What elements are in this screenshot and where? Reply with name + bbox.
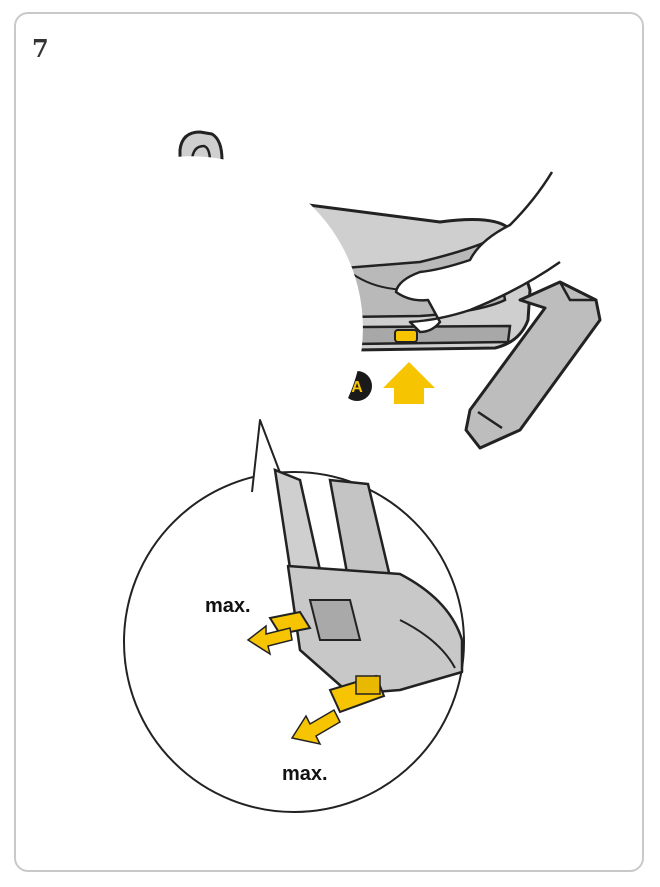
max-label-bottom: max. bbox=[282, 763, 328, 785]
arrow-up-icon bbox=[383, 362, 435, 404]
detail-arrow-top-icon bbox=[248, 626, 292, 654]
release-button bbox=[395, 330, 417, 342]
max-label-top: max. bbox=[205, 595, 251, 617]
detail-arrow-bottom-icon bbox=[292, 710, 340, 744]
